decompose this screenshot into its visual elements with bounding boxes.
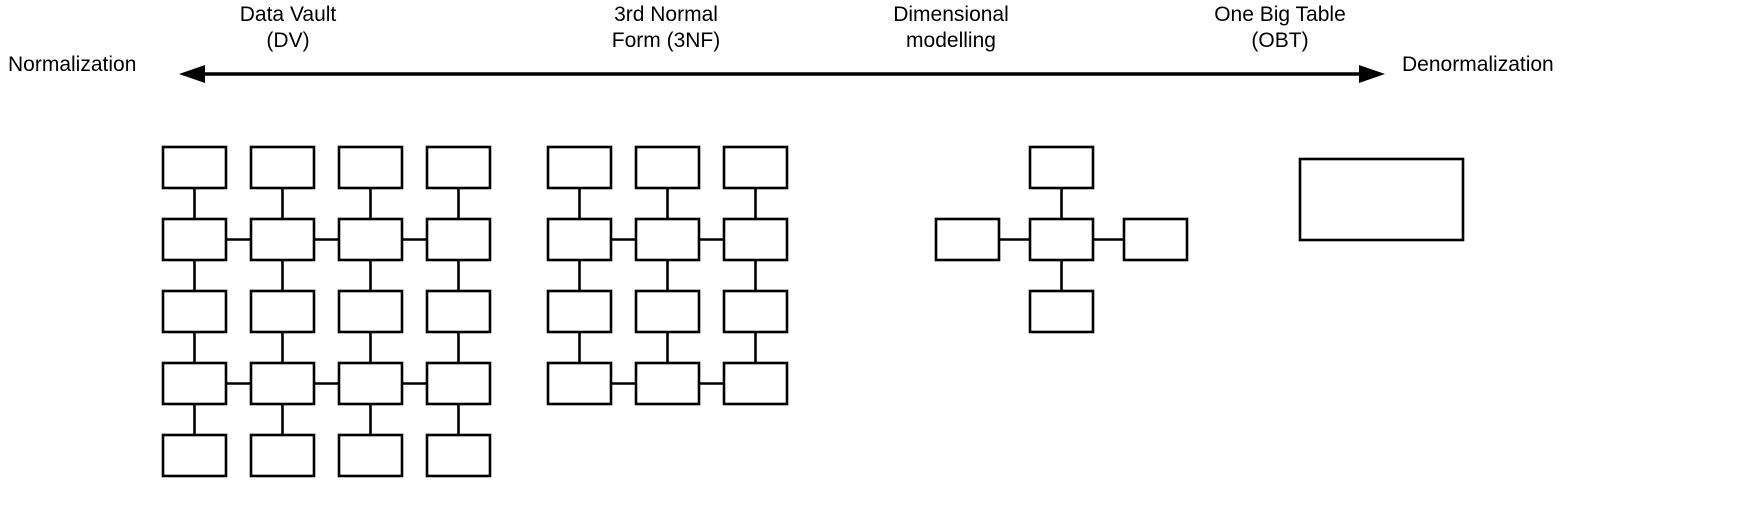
entity-box [249,145,316,190]
dimensional-model-graph [934,145,1189,334]
entity-box [161,361,228,406]
entity-box [337,433,404,478]
entity-box [249,217,316,262]
third-normal-form-graph [546,145,789,406]
entity-box [722,289,789,334]
entity-box [634,289,701,334]
entity-box [249,289,316,334]
entity-box [249,433,316,478]
axis-arrowhead-right [1359,65,1385,83]
entity-box [722,217,789,262]
entity-box [722,361,789,406]
normalization-axis [179,65,1385,83]
entity-box [546,217,613,262]
one-big-table-box [1298,157,1465,242]
entity-box [546,289,613,334]
data-vault-graph [161,145,492,478]
entity-box [634,145,701,190]
dimension-box-right [1122,217,1189,262]
dimension-box-left [934,217,1001,262]
model-label-one-big-table: One Big Table (OBT) [1214,3,1346,52]
model-label-dimensional-modelling: Dimensional modelling [893,3,1009,52]
entity-box [161,217,228,262]
entity-box [337,289,404,334]
entity-box [337,145,404,190]
model-label-data-vault: Data Vault (DV) [239,3,337,52]
entity-box [161,289,228,334]
entity-box [425,361,492,406]
model-label-third-normal-form: 3rd Normal Form (3NF) [611,3,721,52]
fact-box [1028,217,1095,262]
entity-box [337,217,404,262]
axis-label-normalization: Normalization [8,53,137,76]
axis-arrowhead-left [179,65,205,83]
axis-label-denormalization: Denormalization [1402,53,1554,76]
dimension-box-bottom [1028,289,1095,334]
entity-box [722,145,789,190]
entity-box [634,361,701,406]
entity-box [425,217,492,262]
one-big-table-graph [1298,157,1465,242]
entity-box [546,361,613,406]
entity-box [425,145,492,190]
entity-box [546,145,613,190]
entity-box [425,433,492,478]
entity-box [337,361,404,406]
entity-box [249,361,316,406]
entity-box [425,289,492,334]
entity-box [634,217,701,262]
entity-box [161,433,228,478]
dimension-box-top [1028,145,1095,190]
entity-box [161,145,228,190]
